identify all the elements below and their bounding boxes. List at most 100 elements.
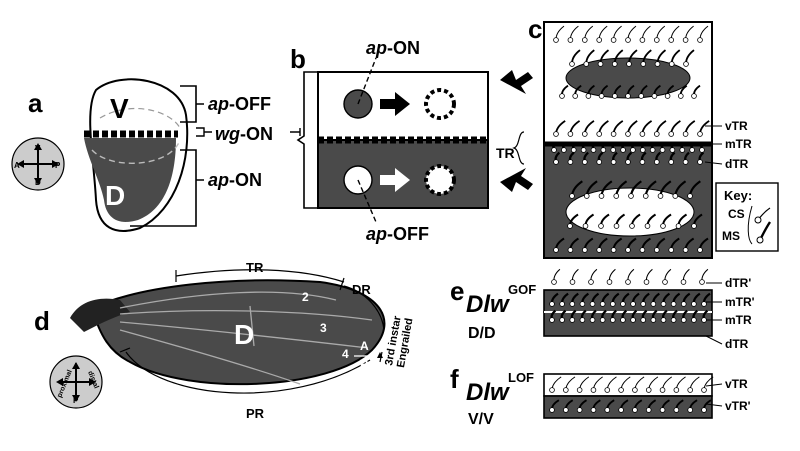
e-bottom-band — [543, 311, 713, 337]
panel-b: b ap-ON ap-OFF — [290, 38, 533, 244]
bristle-socket — [579, 317, 586, 323]
bristle-socket — [549, 317, 555, 323]
bristle-socket — [620, 147, 626, 153]
bristle-socket — [682, 37, 689, 43]
bristle-socket — [642, 193, 649, 199]
bristle-socket — [653, 131, 660, 137]
bristle-socket — [682, 247, 689, 253]
bristle-socket — [697, 131, 703, 137]
bristle-socket — [630, 301, 636, 307]
bristle-socket — [553, 159, 559, 165]
bristle-socket — [687, 407, 693, 413]
c-mtr: mTR — [725, 137, 752, 151]
bristle-socket — [679, 147, 686, 153]
bristle-socket — [613, 223, 620, 229]
bristle-socket — [590, 147, 597, 153]
bristle-socket — [569, 193, 575, 199]
bristle-socket — [572, 93, 578, 99]
instar-label: 3rd instar Engrailed — [383, 312, 416, 369]
bristle-socket — [567, 37, 574, 43]
bristle-socket — [639, 147, 646, 153]
panel-d: d TR DR PR D 2 3 4 A P 3rd instar Engrai… — [34, 260, 416, 421]
bristle-socket — [625, 131, 631, 137]
key-box: Key: CS MS — [715, 182, 779, 252]
bristle-socket — [659, 387, 666, 393]
bristle-socket — [600, 147, 607, 153]
c-bristles — [551, 25, 710, 253]
bristle-socket — [630, 317, 636, 323]
compass-pd-p: P — [73, 396, 79, 405]
bristle-socket — [618, 387, 624, 393]
bristle-socket — [644, 223, 651, 229]
bristle-socket — [701, 317, 707, 323]
bristle-socket — [609, 317, 616, 323]
compass-dv: V D A P — [11, 137, 65, 191]
e-gene: Dlw — [466, 291, 510, 318]
key-title: Key: — [724, 188, 752, 203]
tr-label: TR — [496, 145, 515, 161]
bristle-socket — [625, 159, 631, 165]
bristle-socket — [689, 147, 695, 153]
bristle-socket — [604, 407, 611, 413]
bristle-socket — [553, 247, 559, 253]
bristle-socket — [551, 279, 557, 285]
a-label: A — [360, 339, 369, 353]
bracket-wg-small — [196, 127, 212, 137]
disc-dashed-line-top — [99, 107, 181, 129]
bristle-socket — [596, 37, 602, 43]
bristle-socket — [640, 301, 646, 307]
bristle-socket — [576, 387, 583, 393]
bristle-socket — [649, 147, 656, 153]
bristle-socket — [567, 131, 574, 137]
ap-off-b-label: ap-OFF — [366, 224, 429, 244]
e-genotype: D/D — [468, 325, 496, 342]
bristle-socket — [672, 193, 679, 199]
bristle-socket — [670, 317, 677, 323]
pr-margin-line — [125, 351, 371, 394]
bristle-socket — [662, 279, 668, 285]
bristle-socket — [664, 93, 671, 99]
arrow-black — [380, 92, 410, 116]
bristle-socket — [551, 147, 557, 153]
bristle-socket — [589, 317, 596, 323]
bristle-socket — [668, 61, 675, 67]
bristle-socket — [549, 301, 555, 307]
bristle-socket — [691, 223, 697, 229]
bristle-socket — [569, 317, 576, 323]
wing-veins — [119, 291, 373, 385]
bristle-socket — [596, 159, 602, 165]
compass-a: A — [14, 161, 20, 170]
wg-on-label: wg-ON — [215, 124, 273, 144]
arrow-to-c-top — [500, 70, 533, 94]
bristle-socket — [625, 247, 631, 253]
ap-on-pointer — [357, 57, 377, 105]
bristle-socket — [629, 223, 635, 229]
v-label: V — [110, 93, 129, 124]
bristle-socket — [576, 407, 583, 413]
bristle-socket — [549, 407, 555, 413]
bristle-socket — [687, 387, 693, 393]
bristle-socket — [701, 407, 707, 413]
bristle-socket — [610, 37, 617, 43]
bristle-socket — [653, 159, 660, 165]
bristle-socket — [569, 279, 576, 285]
key-cs: CS — [728, 207, 745, 221]
ap-off-label: ap-OFF — [208, 94, 271, 114]
bristle-socket — [590, 407, 597, 413]
bristle-socket — [581, 131, 588, 137]
bristle-socket — [675, 223, 682, 229]
vein-3: 3 — [320, 321, 327, 335]
bristle-socket — [563, 407, 569, 413]
bristle-socket — [643, 279, 650, 285]
ventral-box — [317, 139, 489, 209]
bristle-socket — [651, 93, 658, 99]
bristle-socket — [650, 301, 657, 307]
bristle-socket — [583, 193, 590, 199]
induced-cell-top — [424, 88, 456, 120]
bristle-socket — [598, 223, 604, 229]
key-ms: MS — [722, 229, 740, 243]
compass-pd: A P proximal distal — [49, 355, 103, 409]
e-mtr-prime: mTR' — [725, 295, 755, 309]
bristle-socket — [618, 407, 624, 413]
pr-wing-label: PR — [246, 406, 265, 421]
